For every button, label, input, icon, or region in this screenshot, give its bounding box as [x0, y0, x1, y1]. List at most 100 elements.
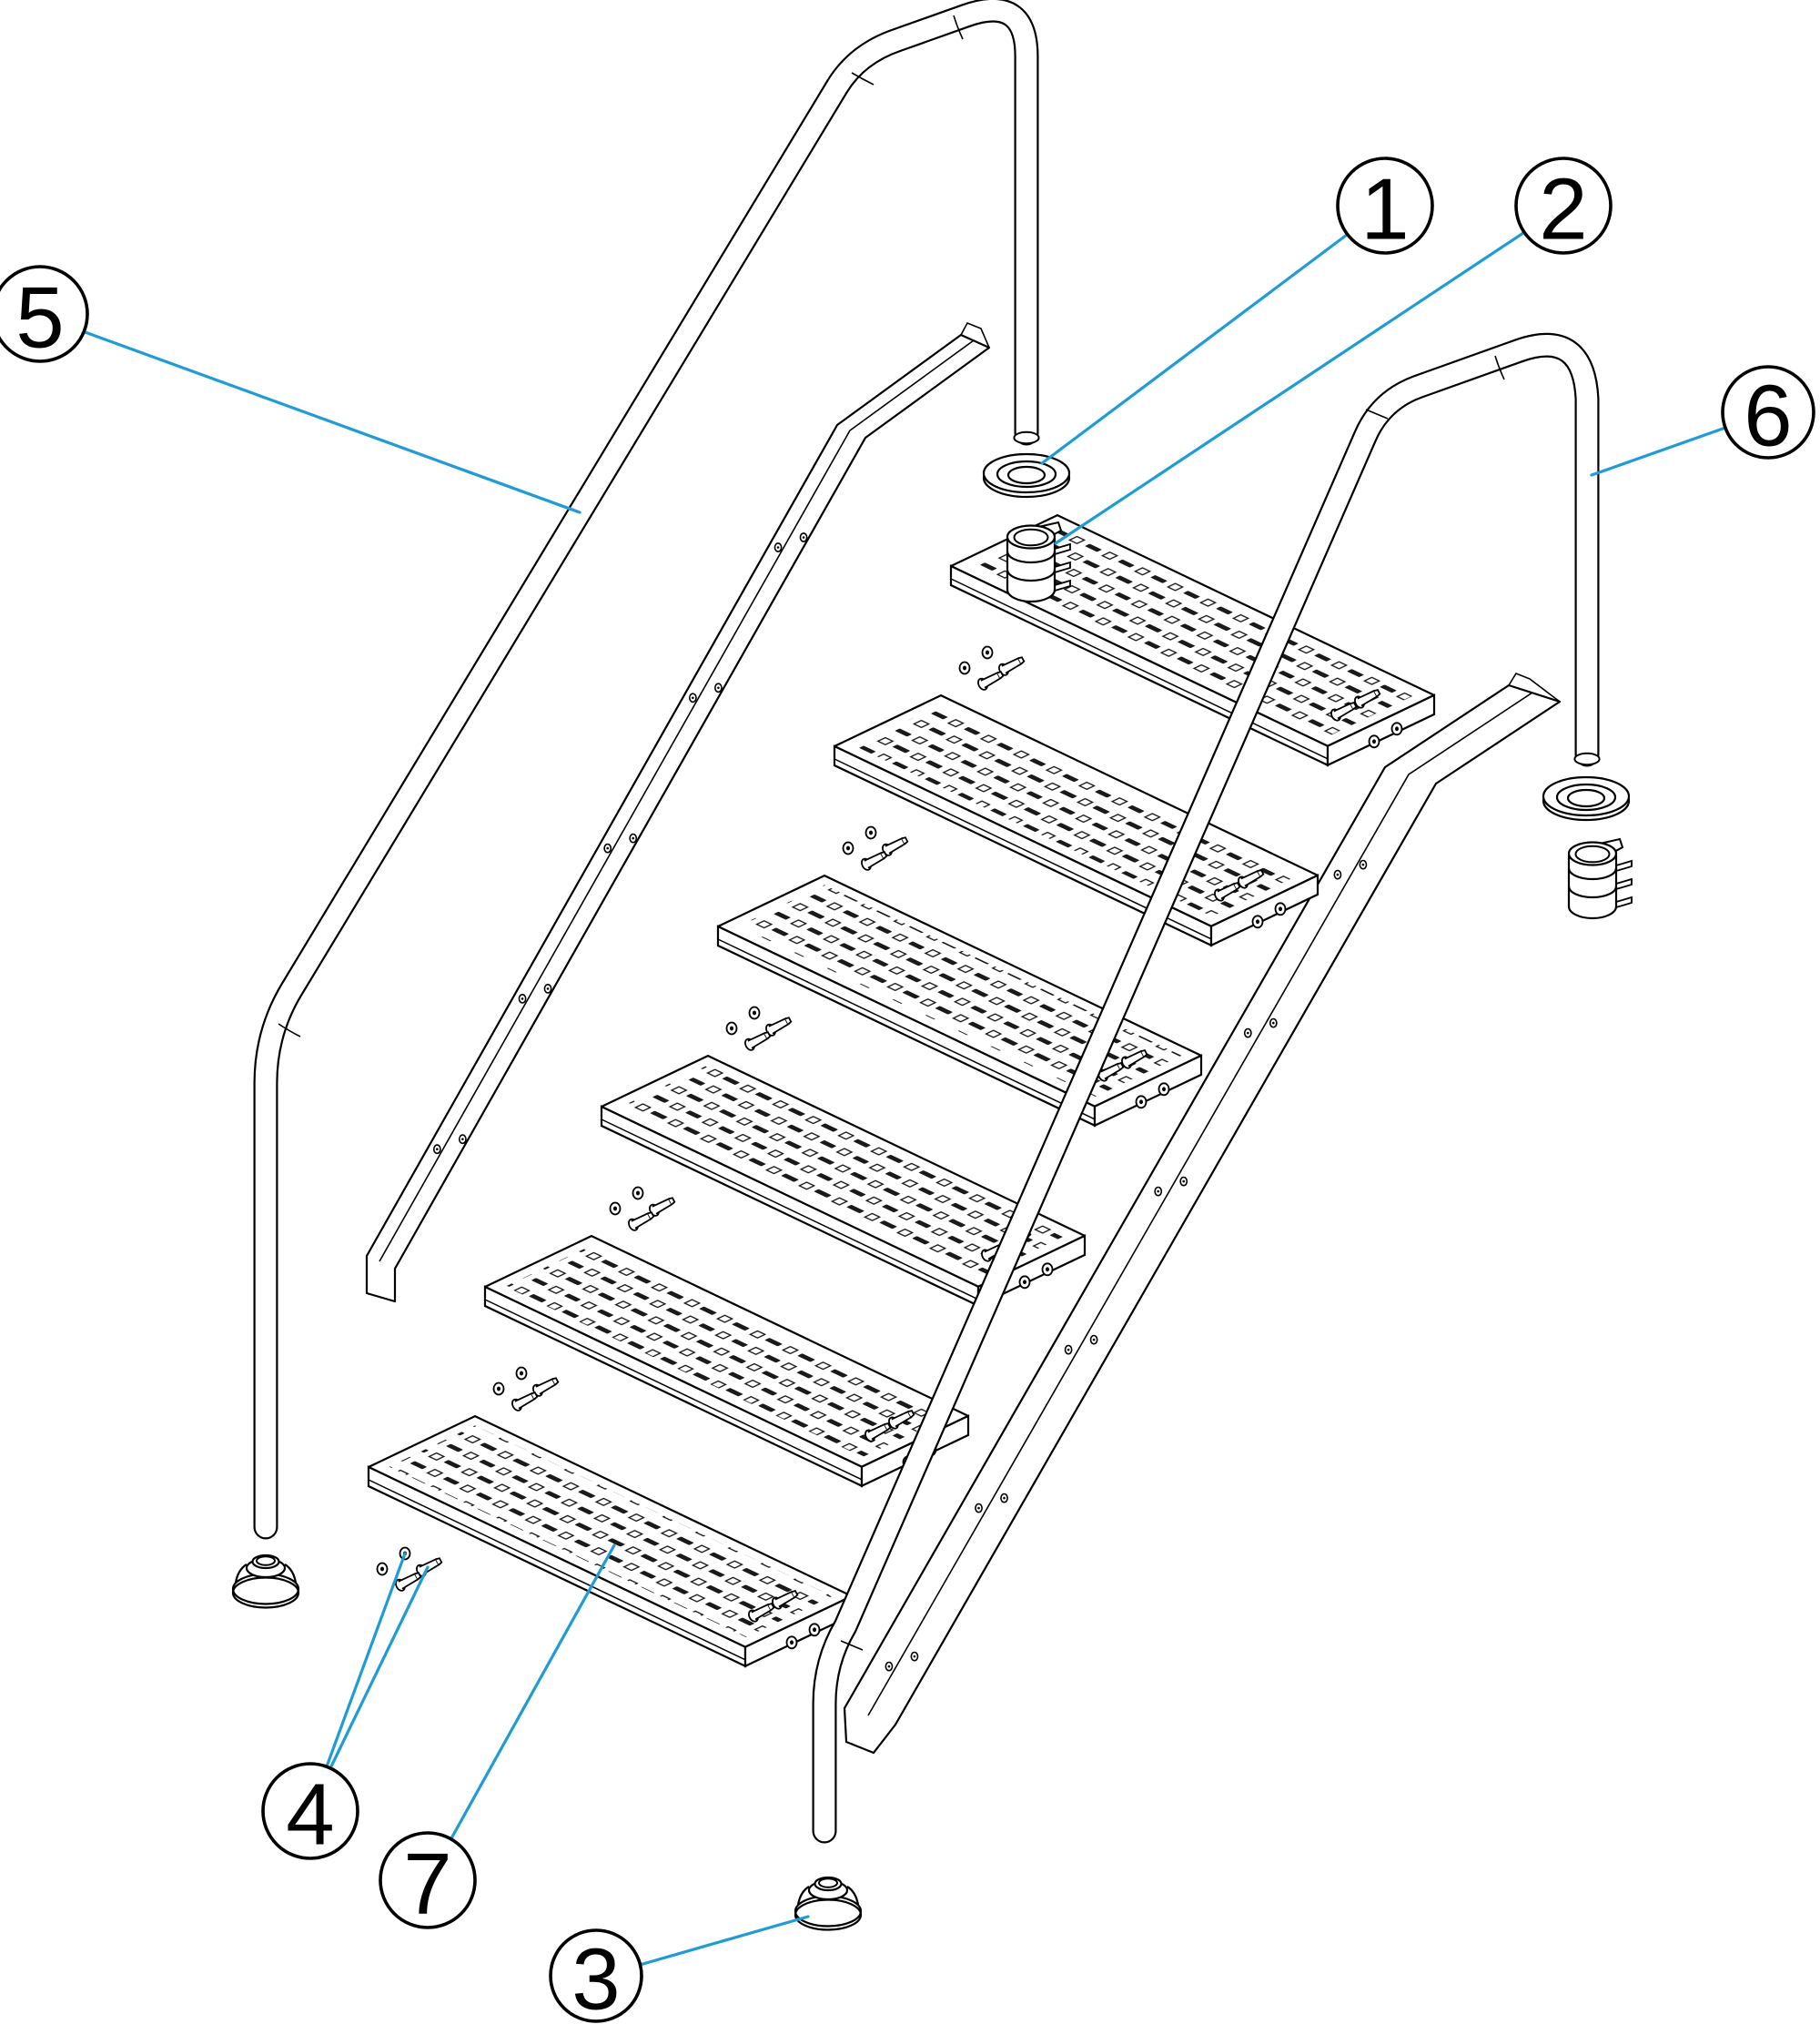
- left-handrail-post-open-end: [1013, 430, 1040, 445]
- deck-flange-left: [982, 452, 1071, 499]
- tread-perforation-pattern: [622, 1065, 1066, 1277]
- screw: [510, 1388, 541, 1413]
- washer: [958, 661, 971, 675]
- rubber-foot-right: [794, 1876, 863, 1931]
- tread-perforation-pattern: [389, 1425, 833, 1637]
- left-handrail-tube: [255, 0, 1037, 1538]
- screw: [626, 1208, 657, 1233]
- right-stringer: [843, 673, 1562, 1755]
- tread-front-rim: [368, 1479, 746, 1661]
- stringer-bolt-hole-center: [717, 686, 720, 690]
- left-stringer-bolt-holes: [432, 532, 808, 1155]
- right-stringer-end-notch: [1508, 673, 1561, 703]
- stringer-bolt-hole-center: [606, 846, 610, 850]
- callout-balloons: 1 2 3 4 5 6 7: [0, 157, 1815, 2024]
- callout-3-circle[interactable]: [549, 1928, 643, 2023]
- tread-perforation-pattern: [738, 885, 1182, 1097]
- stringer-bolt-hole-center: [1336, 873, 1340, 876]
- callout-3-number: 3: [571, 1931, 620, 2024]
- callout-5-circle[interactable]: [0, 265, 89, 363]
- callout-2[interactable]: 2: [1514, 157, 1613, 258]
- leader-line-4b: [329, 1565, 430, 1770]
- left-stringer: [365, 321, 991, 1303]
- stringer-bolt-hole-center: [1003, 1496, 1006, 1500]
- callout-4-number: 4: [286, 1766, 334, 1864]
- stringer-bolt-hole-center: [977, 1506, 980, 1510]
- rubber-foot-left: [231, 1553, 300, 1609]
- callout-3[interactable]: 3: [549, 1928, 643, 2024]
- callout-1-number: 1: [1360, 161, 1409, 258]
- washer: [981, 645, 994, 660]
- stringer-bolt-hole-center: [913, 1655, 916, 1658]
- stringer-bolt-hole-center: [802, 536, 805, 539]
- washer: [725, 1021, 738, 1036]
- stringer-bolt-hole-center: [1092, 1338, 1096, 1341]
- tread-step-2: [483, 1234, 970, 1488]
- tread-front-rim: [950, 578, 1329, 760]
- left-stringer-top-edge: [379, 339, 975, 1262]
- tread-step-4: [716, 874, 1203, 1128]
- callout-6-circle[interactable]: [1721, 365, 1815, 460]
- callout-5[interactable]: 5: [0, 265, 89, 367]
- left-handrail: [253, 0, 1040, 1540]
- leader-line-2: [1054, 231, 1525, 545]
- leader-line-3: [638, 1915, 810, 1967]
- washer: [376, 1562, 389, 1576]
- washer: [1135, 1095, 1148, 1109]
- callout-7-number: 7: [403, 1836, 451, 1933]
- callout-1[interactable]: 1: [1336, 157, 1434, 258]
- right-stringer-band: [843, 683, 1562, 1755]
- expansion-anchor-right: [1567, 837, 1633, 920]
- stringer-bolt-hole-center: [632, 836, 635, 840]
- stringer-bolt-hole-center: [521, 997, 524, 1000]
- left-stringer-band: [365, 333, 991, 1303]
- stringer-bolt-hole-center: [1272, 1021, 1275, 1025]
- callout-7[interactable]: 7: [379, 1831, 477, 1933]
- callout-2-circle[interactable]: [1514, 157, 1613, 255]
- washer: [1274, 902, 1287, 916]
- right-handrail: [812, 332, 1601, 1844]
- stringer-bolt-hole-center: [1182, 1179, 1186, 1183]
- tread-front-rim: [717, 938, 1096, 1120]
- left-handrail-weld-joints: [278, 15, 964, 1037]
- stringer-bolt-hole-center: [436, 1148, 439, 1150]
- tread-perforation-pattern: [505, 1245, 949, 1457]
- leader-line-7: [450, 1543, 616, 1840]
- deck-flange-right: [1542, 775, 1631, 822]
- tread-end-face: [1209, 874, 1320, 947]
- stringer-bolt-hole-center: [692, 696, 694, 700]
- right-handrail-tube: [814, 335, 1598, 1842]
- tread-front-rim: [601, 1118, 979, 1300]
- callout-4-circle[interactable]: [261, 1762, 359, 1860]
- tread-end-face: [1093, 1054, 1203, 1128]
- right-handrail-weld-joints: [840, 355, 1505, 1651]
- callout-7-circle[interactable]: [379, 1831, 477, 1929]
- stringer-bolt-hole-center: [461, 1138, 464, 1140]
- stringer-bolt-hole-center: [1157, 1189, 1160, 1193]
- callout-6[interactable]: 6: [1721, 365, 1815, 465]
- stringer-bolt-hole-center: [1247, 1031, 1249, 1035]
- stringer-bolt-hole-center: [1361, 863, 1365, 866]
- callout-4[interactable]: 4: [261, 1762, 359, 1864]
- right-handrail-post-open-end: [1573, 752, 1601, 766]
- callout-1-circle[interactable]: [1336, 157, 1434, 255]
- screw: [976, 667, 1006, 693]
- tread-step-1: [367, 1414, 854, 1668]
- washer: [1018, 1275, 1031, 1290]
- leader-line-5: [78, 329, 581, 514]
- washer: [492, 1381, 505, 1396]
- washer: [1390, 722, 1403, 736]
- callout-6-number: 6: [1744, 368, 1792, 465]
- right-stringer-bolt-holes: [885, 859, 1368, 1672]
- washer: [1368, 734, 1380, 749]
- right-stringer-top-edge: [867, 692, 1533, 1716]
- leader-line-1: [1040, 233, 1349, 465]
- callout-2-number: 2: [1539, 161, 1587, 258]
- washer: [748, 1006, 761, 1020]
- stringer-bolt-hole-center: [887, 1665, 891, 1668]
- washer: [515, 1366, 528, 1381]
- screw: [743, 1027, 774, 1053]
- screw: [859, 847, 890, 873]
